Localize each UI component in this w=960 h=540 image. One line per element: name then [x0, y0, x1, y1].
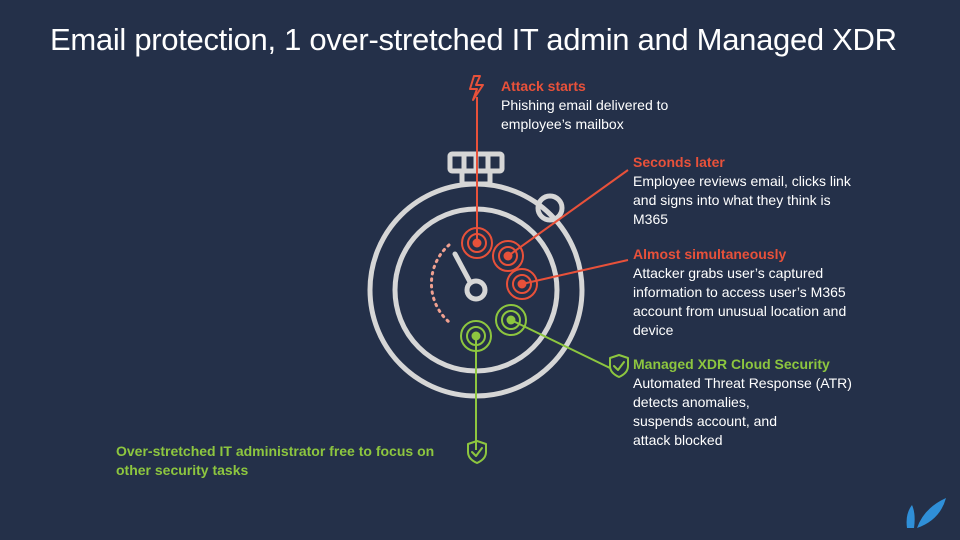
callout-line: and signs into what they think is	[633, 192, 831, 208]
target-attack-starts	[461, 227, 493, 259]
shield-check-icon	[467, 440, 487, 464]
callout-line: Attacker grabs user’s captured	[633, 265, 824, 281]
callout-line: Phishing email delivered to	[501, 97, 669, 113]
callout-managed-xdr: Managed XDR Cloud Security Automated Thr…	[633, 355, 852, 450]
callout-heading: other security tasks	[116, 462, 249, 478]
target-almost-simultaneously	[506, 268, 538, 300]
callout-line: information to access user’s M365	[633, 284, 846, 300]
target-managed-xdr	[495, 304, 527, 336]
target-seconds-later	[492, 240, 524, 272]
shield-check-icon	[609, 354, 629, 378]
callout-attack-starts: Attack starts Phishing email delivered t…	[501, 77, 668, 134]
callout-line: employee’s mailbox	[501, 116, 624, 132]
callout-heading: Over-stretched IT administrator free to …	[116, 443, 435, 459]
callout-seconds-later: Seconds later Employee reviews email, cl…	[633, 153, 851, 229]
callout-line: device	[633, 322, 674, 338]
callout-line: account from unusual location and	[633, 303, 847, 319]
callout-almost-simultaneously: Almost simultaneously Attacker grabs use…	[633, 245, 846, 340]
connector-lines	[475, 97, 629, 450]
target-it-admin	[460, 320, 492, 352]
callout-heading: Almost simultaneously	[633, 246, 787, 262]
callout-line: attack blocked	[633, 432, 723, 448]
slide-title: Email protection, 1 over-stretched IT ad…	[50, 22, 897, 57]
callout-line: detects anomalies,	[633, 394, 750, 410]
callout-heading: Seconds later	[633, 154, 725, 170]
callout-line: M365	[633, 211, 669, 227]
lightning-bolt-icon	[469, 75, 484, 101]
callout-it-admin: Over-stretched IT administrator free to …	[116, 442, 434, 480]
callout-heading: Attack starts	[501, 78, 586, 94]
callout-line: suspends account, and	[633, 413, 777, 429]
callout-heading: Managed XDR Cloud Security	[633, 356, 830, 372]
callout-line: Automated Threat Response (ATR)	[633, 375, 852, 391]
callout-line: Employee reviews email, clicks link	[633, 173, 851, 189]
dotted-arc-threat	[430, 243, 451, 324]
barracuda-logo	[906, 498, 946, 528]
